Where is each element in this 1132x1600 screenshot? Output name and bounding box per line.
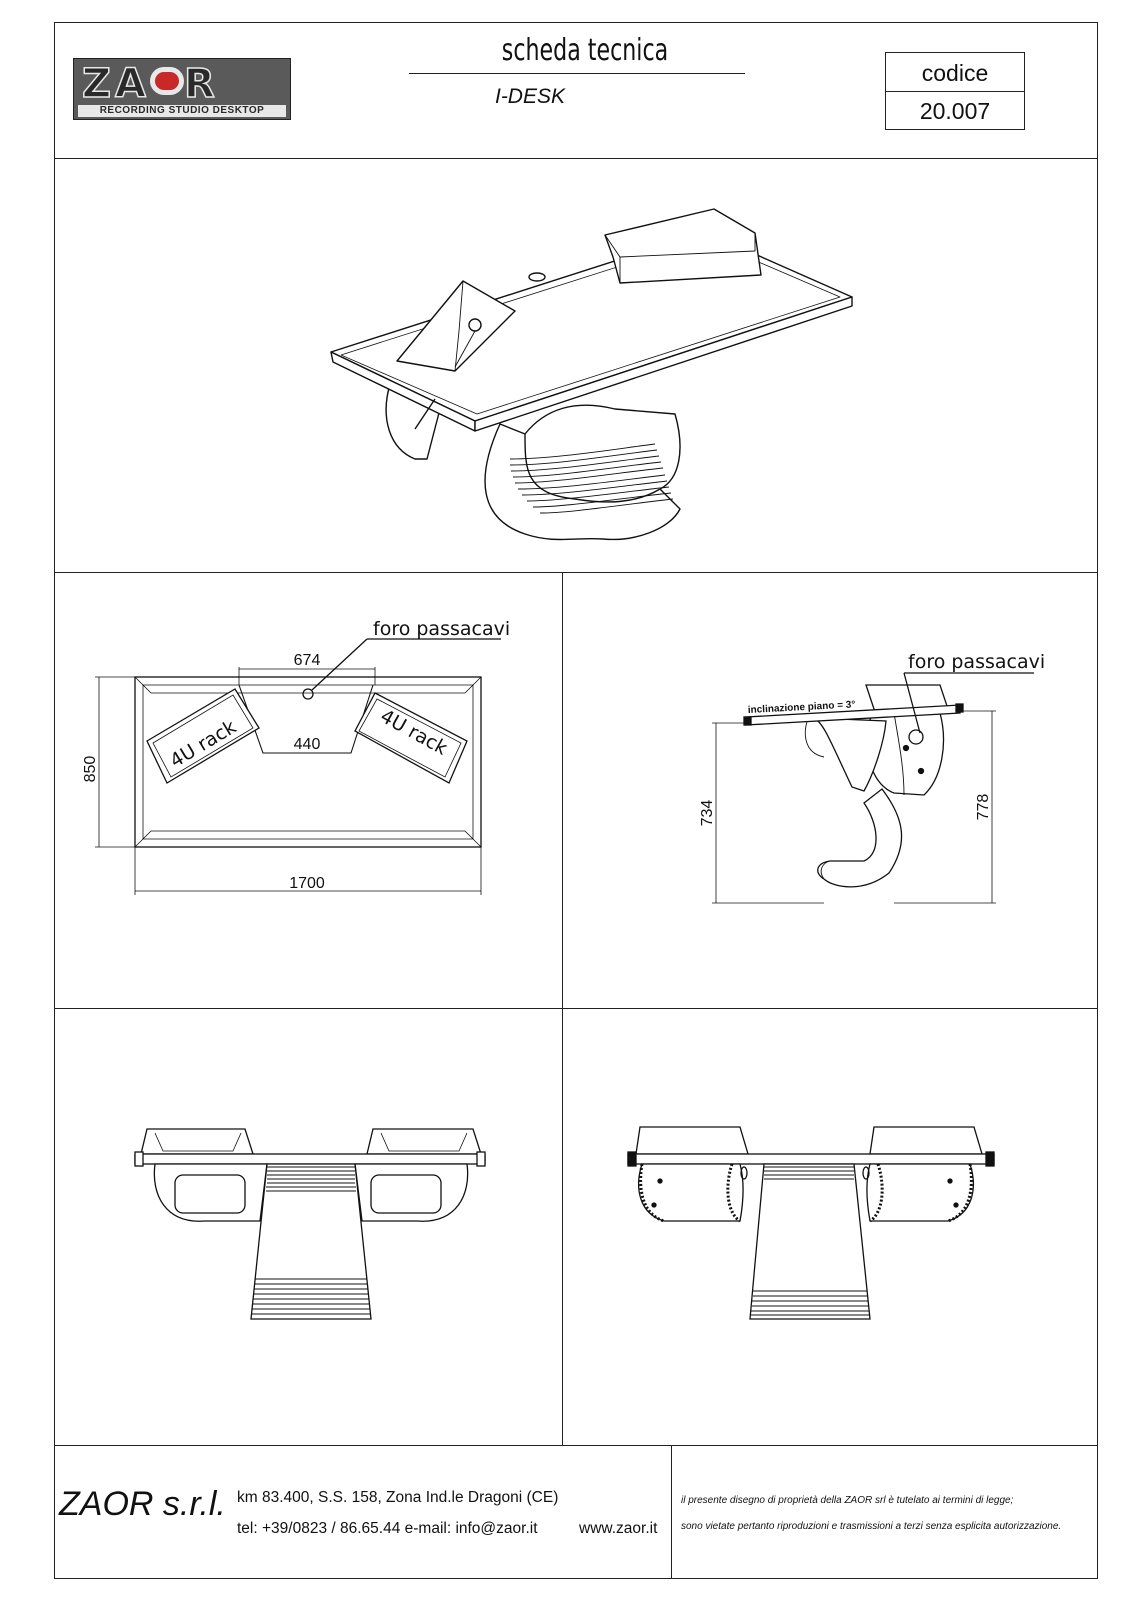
dim-440: 440 bbox=[294, 736, 321, 753]
views-divider bbox=[55, 1008, 1097, 1009]
dim-778: 778 bbox=[975, 794, 992, 821]
code-value: 20.007 bbox=[919, 98, 991, 124]
logo-o-mark bbox=[149, 67, 184, 95]
top-rack-right: 4U rack bbox=[354, 692, 468, 784]
center-divider bbox=[562, 572, 563, 1445]
dim-1700: 1700 bbox=[289, 875, 325, 892]
footer-address: km 83.400, S.S. 158, Zona Ind.le Dragoni… bbox=[237, 1489, 559, 1506]
isometric-view bbox=[330, 208, 853, 541]
top-cable-hole-label: foro passacavi bbox=[373, 618, 510, 640]
top-view: 4U rack 4U rack foro passacavi 674 440 8… bbox=[82, 618, 510, 895]
code-label: codice bbox=[886, 55, 1024, 92]
title-underline bbox=[409, 73, 745, 74]
logo-tagline: RECORDING STUDIO DESKTOP bbox=[78, 105, 286, 117]
side-view: inclinazione piano = 3° foro passacavi 7… bbox=[699, 651, 1045, 904]
footer-legal-line-1: il presente disegno di proprietà della Z… bbox=[681, 1495, 1014, 1506]
footer-divider bbox=[55, 1445, 1097, 1446]
rear-desktop bbox=[627, 1153, 995, 1165]
iso-leg-rear bbox=[524, 404, 681, 490]
sheet-title: scheda tecnica bbox=[501, 33, 669, 68]
footer-contacts: tel: +39/0823 / 86.65.44 e-mail: info@za… bbox=[237, 1520, 538, 1537]
rear-cabinet-left bbox=[638, 1163, 744, 1222]
iso-divider bbox=[55, 572, 1097, 573]
footer-legal-divider bbox=[671, 1445, 672, 1578]
iso-rack-right bbox=[604, 208, 762, 284]
iso-leg-ribs bbox=[509, 443, 674, 514]
front-view bbox=[134, 1128, 486, 1320]
iso-cable-hole bbox=[528, 272, 546, 282]
top-cable-hole bbox=[302, 688, 314, 700]
dim-850: 850 bbox=[82, 756, 99, 783]
footer-company: ZAOR s.r.l. bbox=[59, 1485, 226, 1523]
rear-cabinet-right bbox=[866, 1163, 974, 1222]
top-desk-outline bbox=[134, 676, 482, 848]
header-divider bbox=[55, 158, 1097, 159]
product-name: I-DESK bbox=[494, 85, 565, 108]
side-stand bbox=[817, 788, 903, 888]
front-leg bbox=[250, 1163, 372, 1320]
rear-leg-ribs bbox=[751, 1166, 869, 1316]
footer-legal-line-2: sono vietate pertanto riproduzioni e tra… bbox=[681, 1521, 1062, 1532]
dim-674: 674 bbox=[294, 652, 321, 669]
code-box: codice 20.007 bbox=[885, 52, 1025, 130]
dim-734: 734 bbox=[699, 800, 716, 827]
front-leg-ribs bbox=[251, 1166, 371, 1315]
iso-desktop-edge-front bbox=[474, 296, 853, 432]
front-desktop bbox=[134, 1153, 486, 1165]
footer-website[interactable]: www.zaor.it bbox=[579, 1520, 658, 1537]
rear-leg bbox=[749, 1163, 871, 1320]
side-cable-hole-label: foro passacavi bbox=[908, 651, 1045, 673]
top-rack-left: 4U rack bbox=[146, 688, 260, 784]
front-panel-left bbox=[153, 1163, 268, 1222]
side-front-panel bbox=[813, 717, 887, 792]
rear-view bbox=[627, 1126, 995, 1320]
